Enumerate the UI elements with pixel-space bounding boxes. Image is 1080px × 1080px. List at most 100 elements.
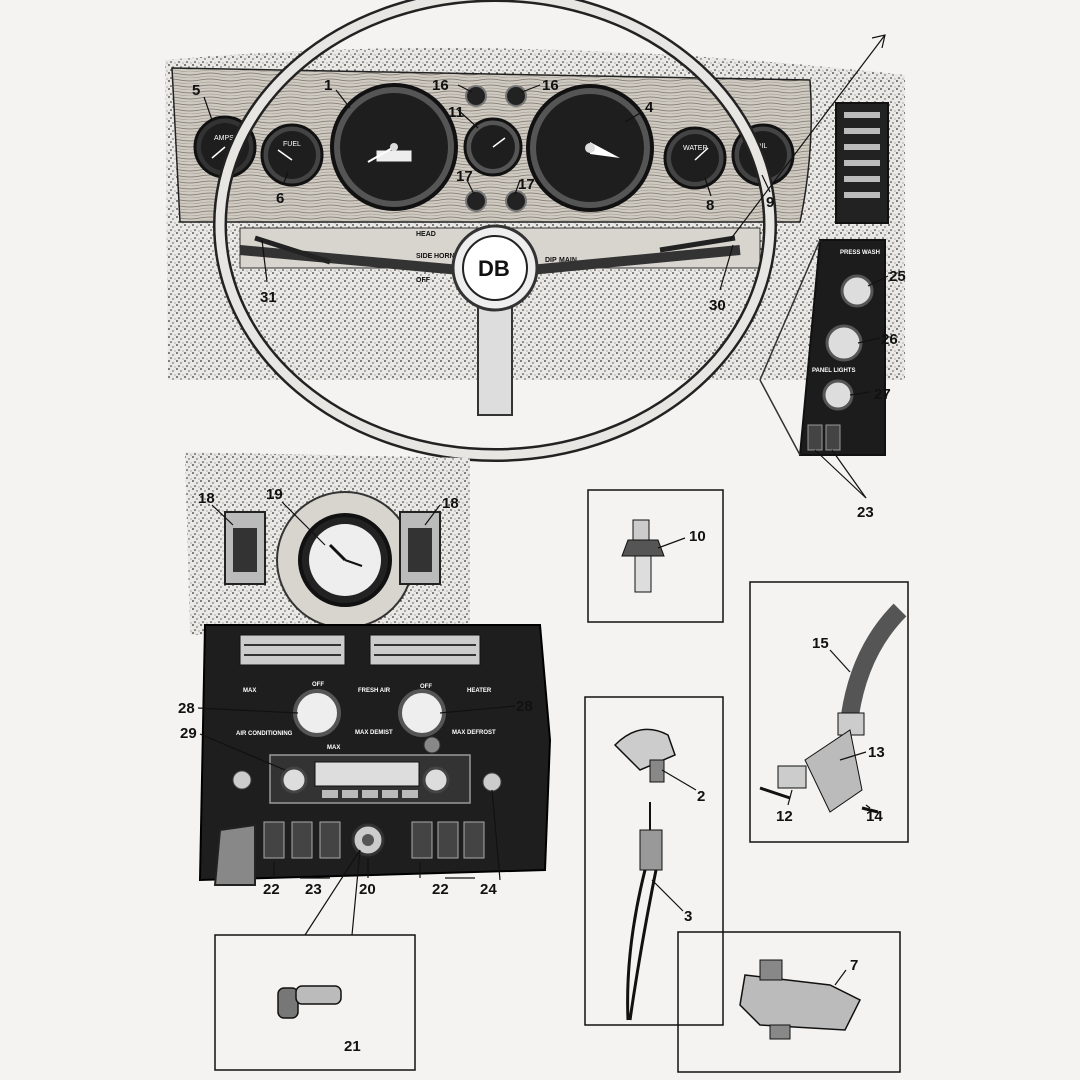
warning-lamp-right-top bbox=[505, 85, 527, 107]
callout-8: 8 bbox=[706, 197, 714, 214]
radio-knob-right bbox=[422, 766, 450, 794]
console-vent-right bbox=[369, 634, 481, 666]
horn-label: HORN bbox=[434, 253, 455, 260]
detail-hose-fitting bbox=[749, 581, 909, 843]
gauge-fuel: FUEL bbox=[260, 123, 324, 187]
ignition-barrel bbox=[295, 985, 342, 1005]
callout-17-right: 17 bbox=[518, 176, 535, 193]
callout-29: 29 bbox=[180, 725, 197, 742]
callout-2: 2 bbox=[697, 788, 705, 805]
console-body bbox=[198, 624, 552, 882]
knob-27 bbox=[822, 379, 854, 411]
callout-17-left: 17 bbox=[456, 168, 473, 185]
callout-10: 10 bbox=[689, 528, 706, 545]
knob-26 bbox=[825, 324, 863, 362]
light-switch-side: SIDE bbox=[416, 253, 433, 260]
detail-speedo-cable bbox=[584, 696, 724, 1026]
callout-6: 6 bbox=[276, 190, 284, 207]
warning-lamp-left-bottom bbox=[465, 190, 487, 212]
rocker-24 bbox=[463, 821, 485, 859]
detail-sender-unit bbox=[587, 489, 724, 623]
callout-23-panel: 23 bbox=[857, 504, 874, 521]
console-button-right bbox=[482, 772, 502, 792]
callout-19: 19 bbox=[266, 486, 283, 503]
fresh-air-label: FRESH AIR bbox=[358, 688, 391, 694]
key-icon bbox=[277, 987, 299, 1019]
max-defrost-label: MAX DEFROST bbox=[452, 730, 496, 736]
rocker-23-left-1 bbox=[291, 821, 313, 859]
callout-31: 31 bbox=[260, 289, 277, 306]
callout-13: 13 bbox=[868, 744, 885, 761]
callout-7: 7 bbox=[850, 957, 858, 974]
console-button-left bbox=[232, 770, 252, 790]
gauge-oil-label: OIL bbox=[756, 143, 767, 150]
callout-28-right: 28 bbox=[516, 698, 533, 715]
callout-23-console: 23 bbox=[305, 881, 322, 898]
rocker-23-right bbox=[437, 821, 459, 859]
callout-numbers: 1 2 3 4 5 6 7 8 9 10 11 12 13 14 15 16 1… bbox=[178, 77, 906, 1055]
gear-lever bbox=[213, 823, 256, 886]
callout-20: 20 bbox=[359, 881, 376, 898]
callout-28-left: 28 bbox=[178, 700, 195, 717]
small-knob bbox=[423, 736, 441, 754]
callout-3: 3 bbox=[684, 908, 692, 925]
stalk-left bbox=[254, 235, 331, 265]
rocker-switch-right bbox=[825, 424, 841, 451]
console-vent-left bbox=[239, 634, 346, 666]
radio-dial bbox=[314, 761, 420, 787]
callout-12: 12 bbox=[776, 808, 793, 825]
panel-lights-label: PANEL LIGHTS bbox=[812, 368, 855, 374]
rocker-22-left bbox=[263, 821, 285, 859]
tachometer bbox=[526, 84, 654, 212]
gauge-fuel-label: FUEL bbox=[283, 141, 301, 148]
dip-label: DIP bbox=[545, 257, 557, 264]
steering-wheel: DB bbox=[213, 0, 777, 462]
center-console: MAX OFF AIR CONDITIONING FRESH AIR OFF H… bbox=[185, 452, 552, 886]
rocker-23-left-2 bbox=[319, 821, 341, 859]
callout-16-left: 16 bbox=[432, 77, 449, 94]
combination-gauge bbox=[463, 117, 523, 177]
off-left-label: OFF bbox=[312, 682, 324, 688]
radio-max-label: MAX bbox=[327, 745, 340, 751]
callout-18-left: 18 bbox=[198, 490, 215, 507]
callout-5: 5 bbox=[192, 82, 200, 99]
air-con-knob bbox=[293, 689, 341, 737]
callout-14: 14 bbox=[866, 808, 883, 825]
max-left-label: MAX bbox=[243, 688, 256, 694]
callout-21: 21 bbox=[344, 1038, 361, 1055]
speedometer bbox=[330, 83, 458, 211]
callout-22-right: 22 bbox=[432, 881, 449, 898]
knob-25 bbox=[840, 274, 874, 308]
heater-label: HEATER bbox=[467, 688, 492, 694]
callout-4: 4 bbox=[645, 99, 654, 116]
pointer-arrow bbox=[729, 34, 886, 241]
callout-16-right: 16 bbox=[542, 77, 559, 94]
db-badge: DB bbox=[478, 256, 510, 281]
detail-ignition-key bbox=[214, 849, 416, 1071]
gauge-water-label: WATER bbox=[683, 145, 708, 152]
callout-1: 1 bbox=[324, 77, 332, 94]
rocker-switch-left bbox=[807, 424, 823, 451]
callout-27: 27 bbox=[874, 386, 891, 403]
callout-15: 15 bbox=[812, 635, 829, 652]
press-wash-label: PRESS WASH bbox=[840, 250, 880, 256]
light-switch-head: HEAD bbox=[416, 231, 436, 238]
callout-18-right: 18 bbox=[442, 495, 459, 512]
stalk-right bbox=[659, 235, 736, 253]
warning-lamp-left-top bbox=[465, 85, 487, 107]
upper-dashboard: AMPS FUEL bbox=[165, 0, 905, 462]
callout-leaders bbox=[197, 84, 889, 986]
off-right-label: OFF bbox=[420, 684, 432, 690]
max-demist-label: MAX DEMIST bbox=[355, 730, 393, 736]
callout-25: 25 bbox=[889, 268, 906, 285]
callout-11: 11 bbox=[448, 104, 464, 121]
radio-knob-left bbox=[280, 766, 308, 794]
callout-22-left: 22 bbox=[263, 881, 280, 898]
callout-30: 30 bbox=[709, 297, 726, 314]
rocker-22-right bbox=[411, 821, 433, 859]
gauge-amps-label: AMPS bbox=[214, 135, 234, 142]
callout-24: 24 bbox=[480, 881, 497, 898]
gauge-water: WATER bbox=[663, 126, 727, 190]
